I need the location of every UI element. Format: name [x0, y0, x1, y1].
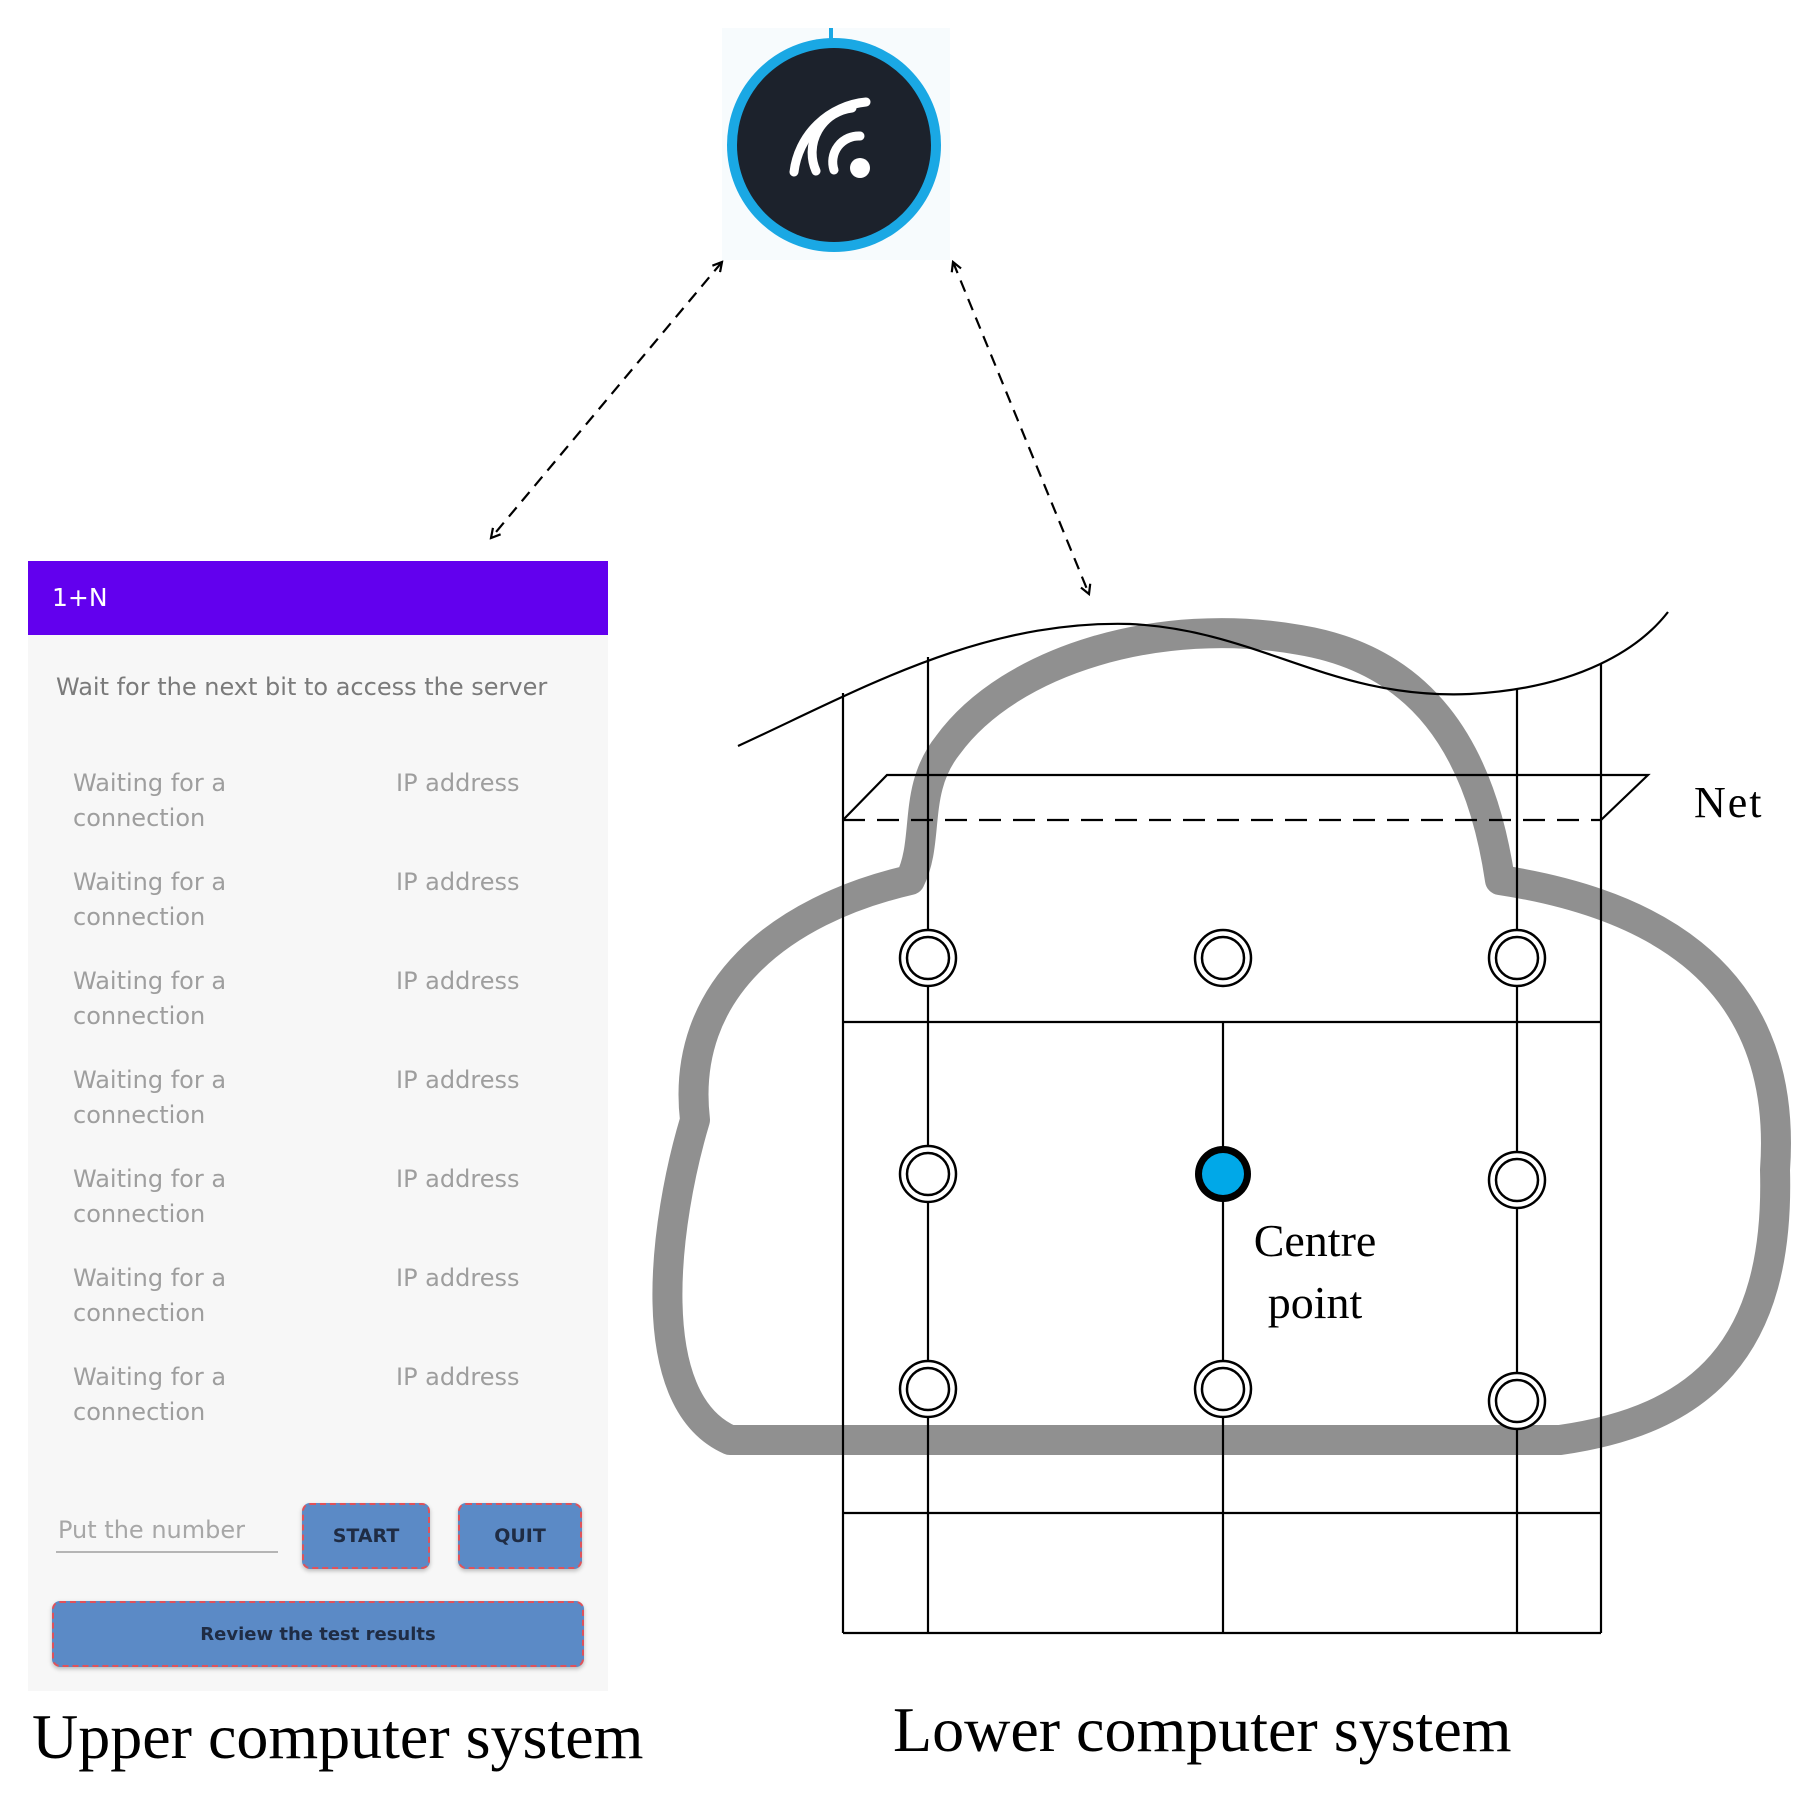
- node: [898, 928, 958, 988]
- link-arrow-upper: [491, 262, 722, 538]
- field-top-curve: [737, 611, 1669, 747]
- list-item: Waiting for a connection IP address: [73, 1261, 573, 1360]
- wifi-icon: [722, 28, 950, 260]
- ip-address: IP address: [396, 868, 520, 896]
- node: [1487, 1371, 1547, 1431]
- ip-address: IP address: [396, 1363, 520, 1391]
- node: [1487, 1150, 1547, 1210]
- node: [1487, 928, 1547, 988]
- net-label: Net: [1694, 778, 1764, 827]
- connection-status: Waiting for a connection: [73, 1264, 227, 1327]
- quit-button[interactable]: QUIT: [458, 1503, 582, 1569]
- connection-list: Waiting for a connection IP address Wait…: [73, 766, 573, 1459]
- connection-status: Waiting for a connection: [73, 1066, 227, 1129]
- start-button[interactable]: START: [302, 1503, 430, 1569]
- ip-address: IP address: [396, 967, 520, 995]
- ip-address: IP address: [396, 1165, 520, 1193]
- list-item: Waiting for a connection IP address: [73, 1360, 573, 1459]
- connection-status: Waiting for a connection: [73, 1165, 227, 1228]
- node: [898, 1144, 958, 1204]
- node: [1193, 928, 1253, 988]
- field-grid: [737, 611, 1669, 1635]
- list-item: Waiting for a connection IP address: [73, 865, 573, 964]
- connection-status: Waiting for a connection: [73, 868, 227, 931]
- server-status-text: Wait for the next bit to access the serv…: [56, 673, 548, 701]
- list-item: Waiting for a connection IP address: [73, 766, 573, 865]
- connection-status: Waiting for a connection: [73, 769, 227, 832]
- list-item: Waiting for a connection IP address: [73, 1063, 573, 1162]
- centre-point-node: [1195, 1146, 1251, 1202]
- app-bar-title: 1+N: [28, 561, 608, 635]
- lower-system-caption: Lower computer system: [893, 1694, 1512, 1765]
- list-item: Waiting for a connection IP address: [73, 1162, 573, 1261]
- link-arrow-lower: [953, 262, 1089, 594]
- node-grid: [898, 928, 1547, 1431]
- net-plane: [842, 773, 1651, 822]
- ip-address: IP address: [396, 769, 520, 797]
- review-results-button[interactable]: Review the test results: [52, 1601, 584, 1667]
- ip-address: IP address: [396, 1264, 520, 1292]
- ip-address: IP address: [396, 1066, 520, 1094]
- number-input[interactable]: [56, 1509, 278, 1553]
- upper-system-caption: Upper computer system: [32, 1701, 644, 1772]
- list-item: Waiting for a connection IP address: [73, 964, 573, 1063]
- phone-app-screen: 1+N Wait for the next bit to access the …: [28, 561, 608, 1691]
- cloud-outline: [652, 618, 1791, 1455]
- node: [1193, 1359, 1253, 1419]
- connection-status: Waiting for a connection: [73, 967, 227, 1030]
- node: [898, 1359, 958, 1419]
- connection-status: Waiting for a connection: [73, 1363, 227, 1426]
- centre-point-label: Centre point: [1253, 1215, 1377, 1328]
